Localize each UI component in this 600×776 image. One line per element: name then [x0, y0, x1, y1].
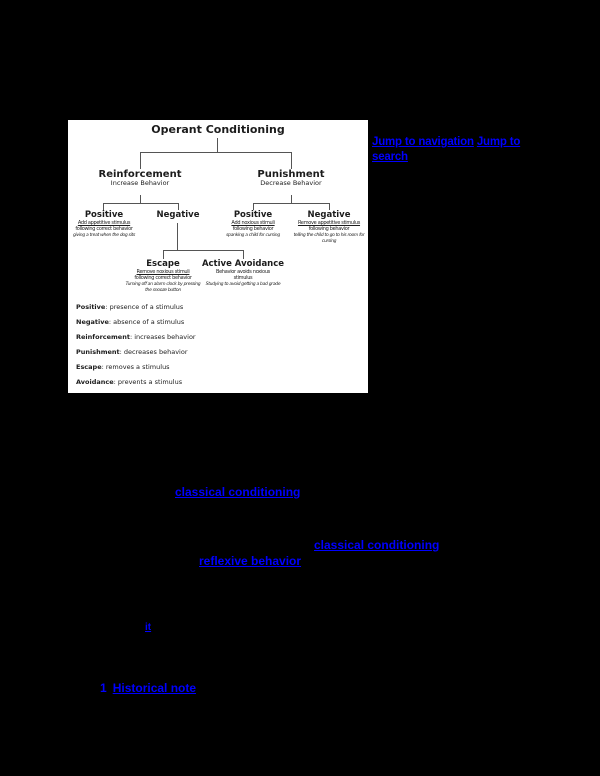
node-subtitle: Increase Behavior: [110, 179, 170, 187]
tree-connector: [253, 203, 330, 204]
operant-conditioning-diagram[interactable]: Operant Conditioning Reinforcement Incre…: [68, 120, 368, 393]
tree-connector: [329, 203, 330, 210]
node-description: following correct behavior: [134, 275, 192, 281]
node-label: Active Avoidance: [201, 259, 285, 269]
tree-connector: [217, 138, 218, 152]
legend-desc: : removes a stimulus: [101, 363, 170, 371]
legend-item: Negative: absence of a stimulus: [76, 319, 196, 326]
legend-term: Reinforcement: [76, 333, 130, 341]
node-label: Escape: [146, 259, 180, 269]
node-example: giving a treat when the dog sits: [72, 233, 136, 238]
tree-connector: [243, 250, 244, 259]
legend-item: Positive: presence of a stimulus: [76, 304, 196, 311]
tree-connector: [253, 203, 254, 210]
node-label: Reinforcement: [98, 169, 182, 180]
legend-desc: : presence of a stimulus: [105, 303, 184, 311]
node-label: Negative: [156, 210, 200, 220]
tree-connector: [140, 195, 141, 203]
tree-connector: [291, 195, 292, 203]
node-description: stimulus: [233, 275, 253, 281]
toc-number: 1: [100, 681, 107, 695]
node-positive-reinforcement: Positive Add appetitive stimulus followi…: [66, 211, 142, 239]
legend-desc: : prevents a stimulus: [113, 378, 183, 386]
legend-item: Escape: removes a stimulus: [76, 364, 196, 371]
node-punishment: Punishment Decrease Behavior: [246, 169, 336, 188]
historical-note-link[interactable]: Historical note: [112, 681, 197, 695]
legend-item: Avoidance: prevents a stimulus: [76, 379, 196, 386]
tree-connector: [140, 152, 292, 153]
legend-term: Positive: [76, 303, 106, 311]
jump-to-navigation-link[interactable]: Jump to navigation: [372, 136, 474, 148]
tree-connector: [163, 250, 243, 251]
jump-links: Jump to navigation Jump to search: [372, 135, 532, 165]
legend-term: Avoidance: [76, 378, 114, 386]
node-reinforcement: Reinforcement Increase Behavior: [95, 169, 185, 188]
tree-connector: [103, 203, 104, 210]
node-description: Add noxious stimuli: [231, 220, 275, 226]
legend-desc: : decreases behavior: [119, 348, 188, 356]
legend-item: Punishment: decreases behavior: [76, 349, 196, 356]
tree-connector: [163, 250, 164, 259]
jump-to-search-text-1: Jump to: [476, 136, 521, 148]
node-label: Positive: [84, 210, 124, 220]
node-description: following correct behavior: [75, 226, 133, 232]
tree-connector: [140, 152, 141, 169]
node-escape: Escape Remove noxious stimuli following …: [123, 260, 203, 293]
legend-term: Negative: [76, 318, 109, 326]
node-description: Add appetitive stimulus: [77, 220, 131, 226]
jump-to-search-link[interactable]: Jump to search: [372, 136, 520, 163]
tree-connector: [103, 203, 179, 204]
node-description: following behavior: [308, 226, 350, 232]
legend-desc: : absence of a stimulus: [108, 318, 185, 326]
node-negative-punishment: Negative Remove appetitive stimulus foll…: [287, 211, 371, 244]
jump-to-search-text-2: search: [372, 151, 408, 163]
node-positive-punishment: Positive Add noxious stimuli following b…: [216, 211, 290, 239]
legend-item: Reinforcement: increases behavior: [76, 334, 196, 341]
node-label: Negative: [307, 210, 351, 220]
it-link[interactable]: it: [145, 622, 152, 633]
tree-connector: [177, 223, 178, 250]
node-negative-reinforcement: Negative: [143, 211, 213, 220]
legend-desc: : increases behavior: [129, 333, 196, 341]
diagram-title: Operant Conditioning: [151, 123, 285, 136]
classical-conditioning-link-2[interactable]: classical conditioning: [314, 538, 440, 552]
tree-connector: [291, 152, 292, 169]
node-label: Positive: [233, 210, 273, 220]
node-label: Punishment: [257, 169, 325, 180]
node-example: telling the child to go to his room for …: [293, 233, 365, 244]
node-subtitle: Decrease Behavior: [260, 179, 322, 187]
node-description: Behavior avoids noxious: [216, 269, 270, 275]
node-description: following behavior: [232, 226, 274, 232]
toc-entry: 1 Historical note: [100, 681, 196, 695]
legend-term: Escape: [76, 363, 102, 371]
reflexive-behavior-link[interactable]: reflexive behavior: [199, 554, 302, 568]
classical-conditioning-link-1[interactable]: classical conditioning: [175, 485, 301, 499]
node-example: Turning off an alarm clock by pressing t…: [125, 282, 201, 293]
diagram-legend: Positive: presence of a stimulus Negativ…: [76, 304, 196, 394]
tree-connector: [178, 203, 179, 210]
node-example: Studying to avoid getting a bad grade: [205, 282, 281, 287]
node-description: Remove appetitive stimulus: [297, 220, 361, 226]
legend-term: Punishment: [76, 348, 120, 356]
node-active-avoidance: Active Avoidance Behavior avoids noxious…: [201, 260, 285, 288]
node-description: Remove noxious stimuli: [136, 269, 190, 275]
node-example: spanking a child for cursing: [226, 233, 280, 238]
